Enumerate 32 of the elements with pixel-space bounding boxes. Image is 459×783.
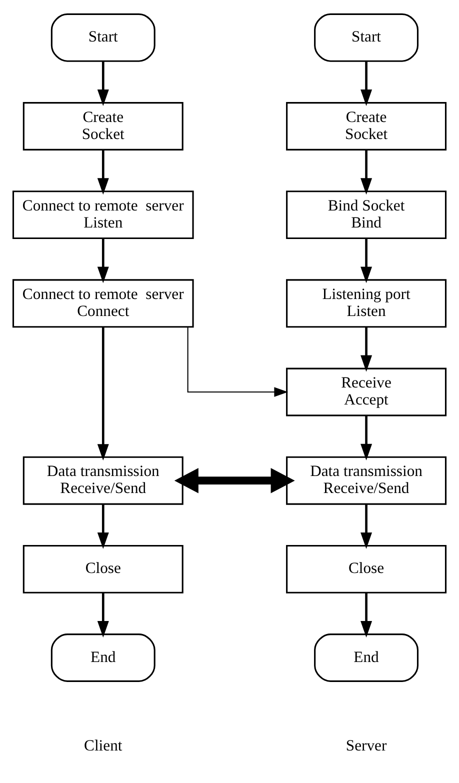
node-box: Bind Socket Bind	[286, 190, 447, 239]
node-box: Connect to remote server Connect	[12, 278, 194, 328]
arrow	[97, 504, 109, 548]
node-box: Start	[50, 12, 156, 62]
arrow	[187, 326, 288, 396]
label: Client	[84, 736, 122, 754]
arrow	[97, 149, 109, 194]
node-box: Data transmission Receive/Send	[286, 456, 447, 504]
arrow	[360, 326, 372, 372]
node-box: Close	[286, 544, 447, 593]
node-box: Data transmission Receive/Send	[22, 456, 184, 504]
arrow	[97, 238, 109, 283]
arrow	[174, 467, 295, 493]
node-box: Receive Accept	[286, 367, 447, 416]
node-box: Create Socket	[286, 102, 447, 150]
node-box: Listening port Listen	[286, 278, 447, 328]
arrow	[360, 60, 372, 106]
node-box: Create Socket	[22, 102, 184, 150]
arrow	[360, 592, 372, 637]
node-box: Connect to remote server Listen	[12, 190, 194, 239]
node-box: End	[50, 633, 156, 682]
arrow	[360, 149, 372, 194]
arrow	[360, 238, 372, 283]
arrow	[360, 415, 372, 460]
arrow	[97, 592, 109, 637]
node-box: End	[314, 633, 419, 682]
arrow	[360, 504, 372, 548]
label: Server	[346, 736, 387, 754]
arrow	[97, 60, 109, 106]
node-box: Start	[314, 12, 419, 62]
arrow	[97, 326, 109, 460]
node-box: Close	[22, 544, 184, 593]
